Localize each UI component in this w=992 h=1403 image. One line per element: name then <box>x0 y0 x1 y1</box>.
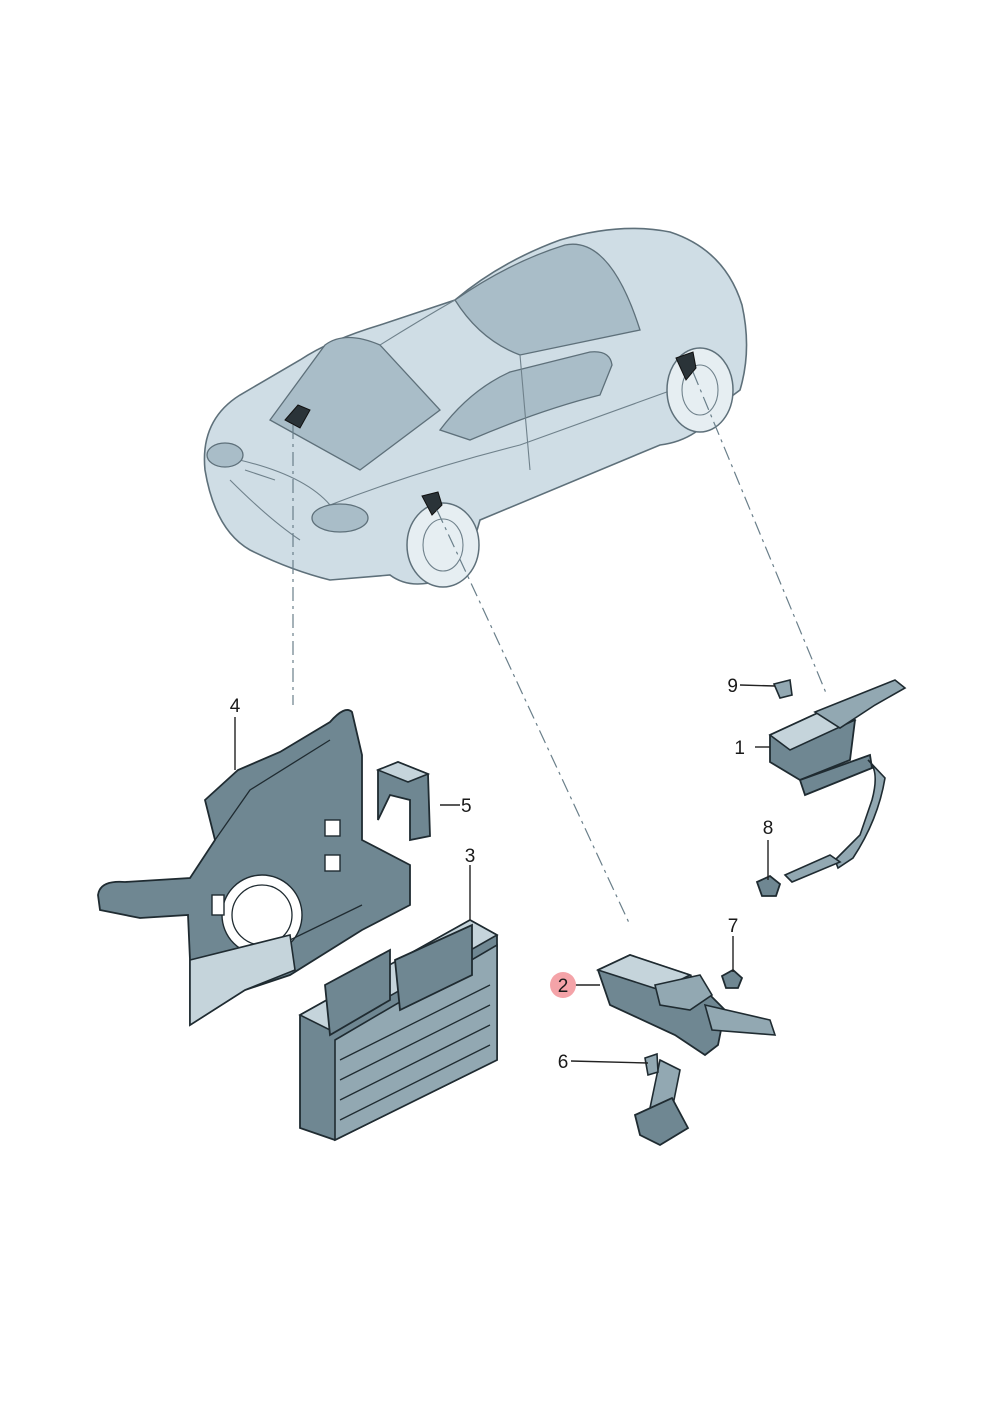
part-7-nut <box>720 968 744 989</box>
car-illustration <box>203 227 748 588</box>
callout-7: 7 <box>728 916 739 937</box>
leader-lines <box>234 684 776 1064</box>
callout-2: 2 <box>558 976 569 997</box>
car-sensor-front <box>675 351 697 381</box>
callout-8: 8 <box>763 818 774 839</box>
callout-5: 5 <box>461 796 472 817</box>
pointer-lines <box>292 371 827 926</box>
car-sensor-rear-left <box>421 491 443 516</box>
part-5-clip <box>375 761 431 842</box>
callout-9: 9 <box>727 676 738 697</box>
part-4-bracket <box>97 709 411 1027</box>
part-1-level-sensor <box>768 679 907 883</box>
callout-labels: 4 5 3 1 9 8 7 2 6 <box>230 676 774 1073</box>
part-6-bolt <box>644 1052 659 1077</box>
part-3-control-unit <box>298 918 499 1142</box>
part-9-bolt <box>772 679 793 699</box>
part-2-level-sensor <box>595 954 777 1147</box>
car-sensor-rear-center <box>284 404 311 429</box>
callout-4: 4 <box>230 696 241 717</box>
callout-6: 6 <box>558 1052 569 1073</box>
callout-1: 1 <box>734 738 745 759</box>
callout-2-highlight <box>550 972 576 998</box>
callout-3: 3 <box>465 846 476 867</box>
